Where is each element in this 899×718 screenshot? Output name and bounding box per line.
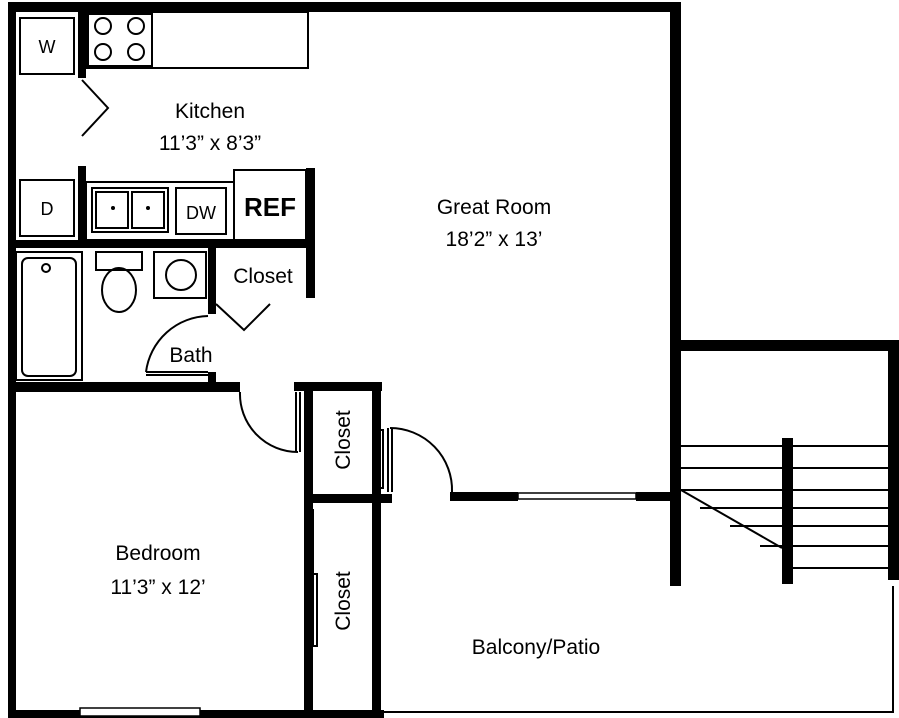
bedroom-closet-name: Closet xyxy=(332,571,355,631)
dishwasher-label: DW xyxy=(186,203,216,223)
balcony-door xyxy=(387,427,454,493)
washer-label: W xyxy=(39,37,56,57)
refrigerator-label: REF xyxy=(244,192,296,222)
kitchen-closet-name: Closet xyxy=(233,265,293,288)
dryer-label: D xyxy=(41,199,54,219)
hall-closet-doors xyxy=(373,399,384,489)
bedroom-name: Bedroom xyxy=(115,542,200,565)
sink-icon xyxy=(91,187,169,233)
great-room-size: 18’2” x 13’ xyxy=(446,228,543,251)
balcony-name: Balcony/Patio xyxy=(472,636,600,659)
toilet-icon xyxy=(95,251,143,313)
kitchen-size: 11’3” x 8’3” xyxy=(159,132,261,155)
cooktop-icon xyxy=(87,13,153,67)
balcony-outline xyxy=(79,492,894,717)
walls xyxy=(8,2,899,718)
dishwasher-icon: DW xyxy=(175,187,227,235)
washer-icon: W xyxy=(19,17,75,75)
bedroom-size: 11’3” x 12’ xyxy=(110,576,205,599)
kitchen-name: Kitchen xyxy=(175,100,245,123)
vanity-sink-icon xyxy=(153,251,207,299)
stairs xyxy=(680,445,888,569)
refrigerator-icon: REF xyxy=(233,169,307,241)
dryer-icon: D xyxy=(19,179,75,237)
hall-closet-name: Closet xyxy=(332,410,355,470)
bedroom-door xyxy=(238,391,301,453)
bath-fixtures xyxy=(15,251,209,381)
bathtub-icon xyxy=(15,251,83,381)
great-room-name: Great Room xyxy=(437,196,551,219)
room-labels: Kitchen 11’3” x 8’3” Great Room 18’2” x … xyxy=(110,100,600,659)
bedroom-closet-doors xyxy=(308,509,318,647)
kitchen-fixtures: W D DW REF xyxy=(19,11,309,241)
bath-name: Bath xyxy=(169,344,212,367)
closet-bifold-door xyxy=(215,303,271,332)
